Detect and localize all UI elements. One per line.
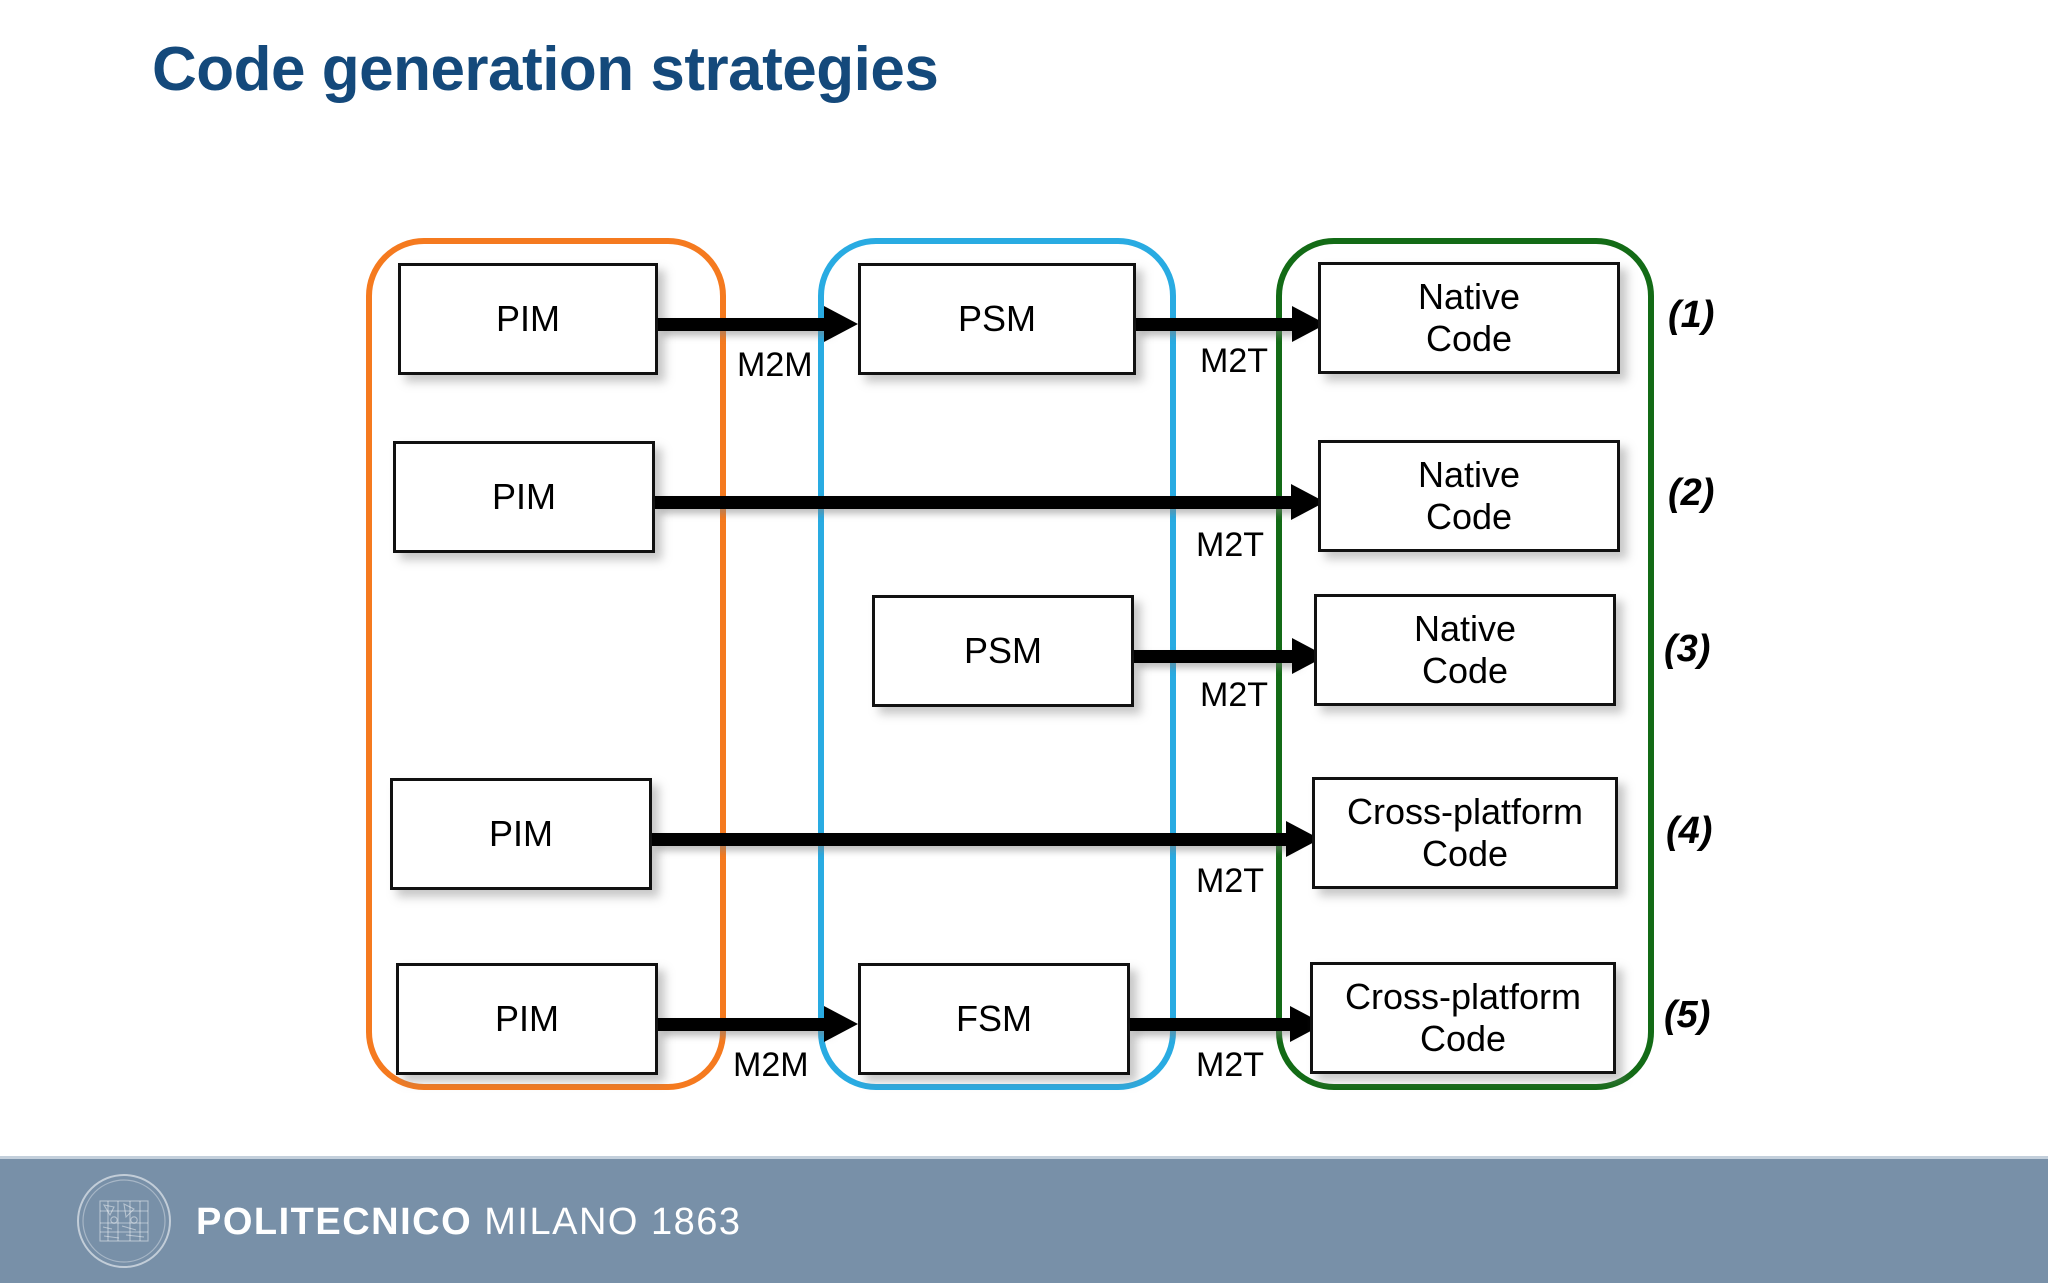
node-native-code-row1[interactable]: Native Code [1318,262,1620,374]
arrow-shaft [1134,650,1296,663]
page-title: Code generation strategies [152,35,939,104]
node-cross-platform-code-row4[interactable]: Cross-platform Code [1312,777,1618,889]
edge-label-r1-m2m: M2M [737,346,813,384]
node-cross-platform-code-row5[interactable]: Cross-platform Code [1310,962,1616,1074]
arrow-shaft [652,833,1290,846]
node-psm-row3[interactable]: PSM [872,595,1134,707]
politecnico-seal-icon [77,1174,171,1268]
row-number-4: (4) [1666,810,1713,852]
code-column-group [1276,238,1654,1090]
row-number-1: (1) [1668,294,1715,336]
arrow-shaft [1130,1018,1294,1031]
arrow-shaft [658,318,828,331]
node-native-code-row2[interactable]: Native Code [1318,440,1620,552]
footer-wordmark-bold: POLITECNICO [196,1201,473,1243]
arrow-shaft [658,1018,828,1031]
node-psm-row1[interactable]: PSM [858,263,1136,375]
arrow-shaft [1136,318,1296,331]
row-number-5: (5) [1664,994,1711,1036]
footer-wordmark-light: MILANO 1863 [484,1201,742,1243]
node-pim-row2[interactable]: PIM [393,441,655,553]
edge-label-r3-m2t: M2T [1200,676,1268,714]
node-pim-row1[interactable]: PIM [398,263,658,375]
node-pim-row4[interactable]: PIM [390,778,652,890]
edge-label-r5-m2t: M2T [1196,1046,1264,1084]
psm-column-group [818,238,1176,1090]
edge-label-r5-m2m: M2M [733,1046,809,1084]
row-number-3: (3) [1664,628,1711,670]
code-generation-strategies-diagram: PIM M2M PSM M2T Native Code (1) PIM [366,238,1715,1090]
row-number-2: (2) [1668,472,1715,514]
edge-label-r4-m2t: M2T [1196,862,1264,900]
edge-label-r1-m2t: M2T [1200,342,1268,380]
slide-footer: POLITECNICO MILANO 1863 [0,1156,2048,1283]
edge-label-r2-m2t: M2T [1196,526,1264,564]
arrow-head-icon [824,1006,858,1042]
arrow-shaft [655,496,1295,509]
arrow-head-icon [824,306,858,342]
pim-column-group [366,238,726,1090]
footer-wordmark: POLITECNICO MILANO 1863 [196,1201,742,1244]
node-native-code-row3[interactable]: Native Code [1314,594,1616,706]
node-pim-row5[interactable]: PIM [396,963,658,1075]
node-fsm-row5[interactable]: FSM [858,963,1130,1075]
